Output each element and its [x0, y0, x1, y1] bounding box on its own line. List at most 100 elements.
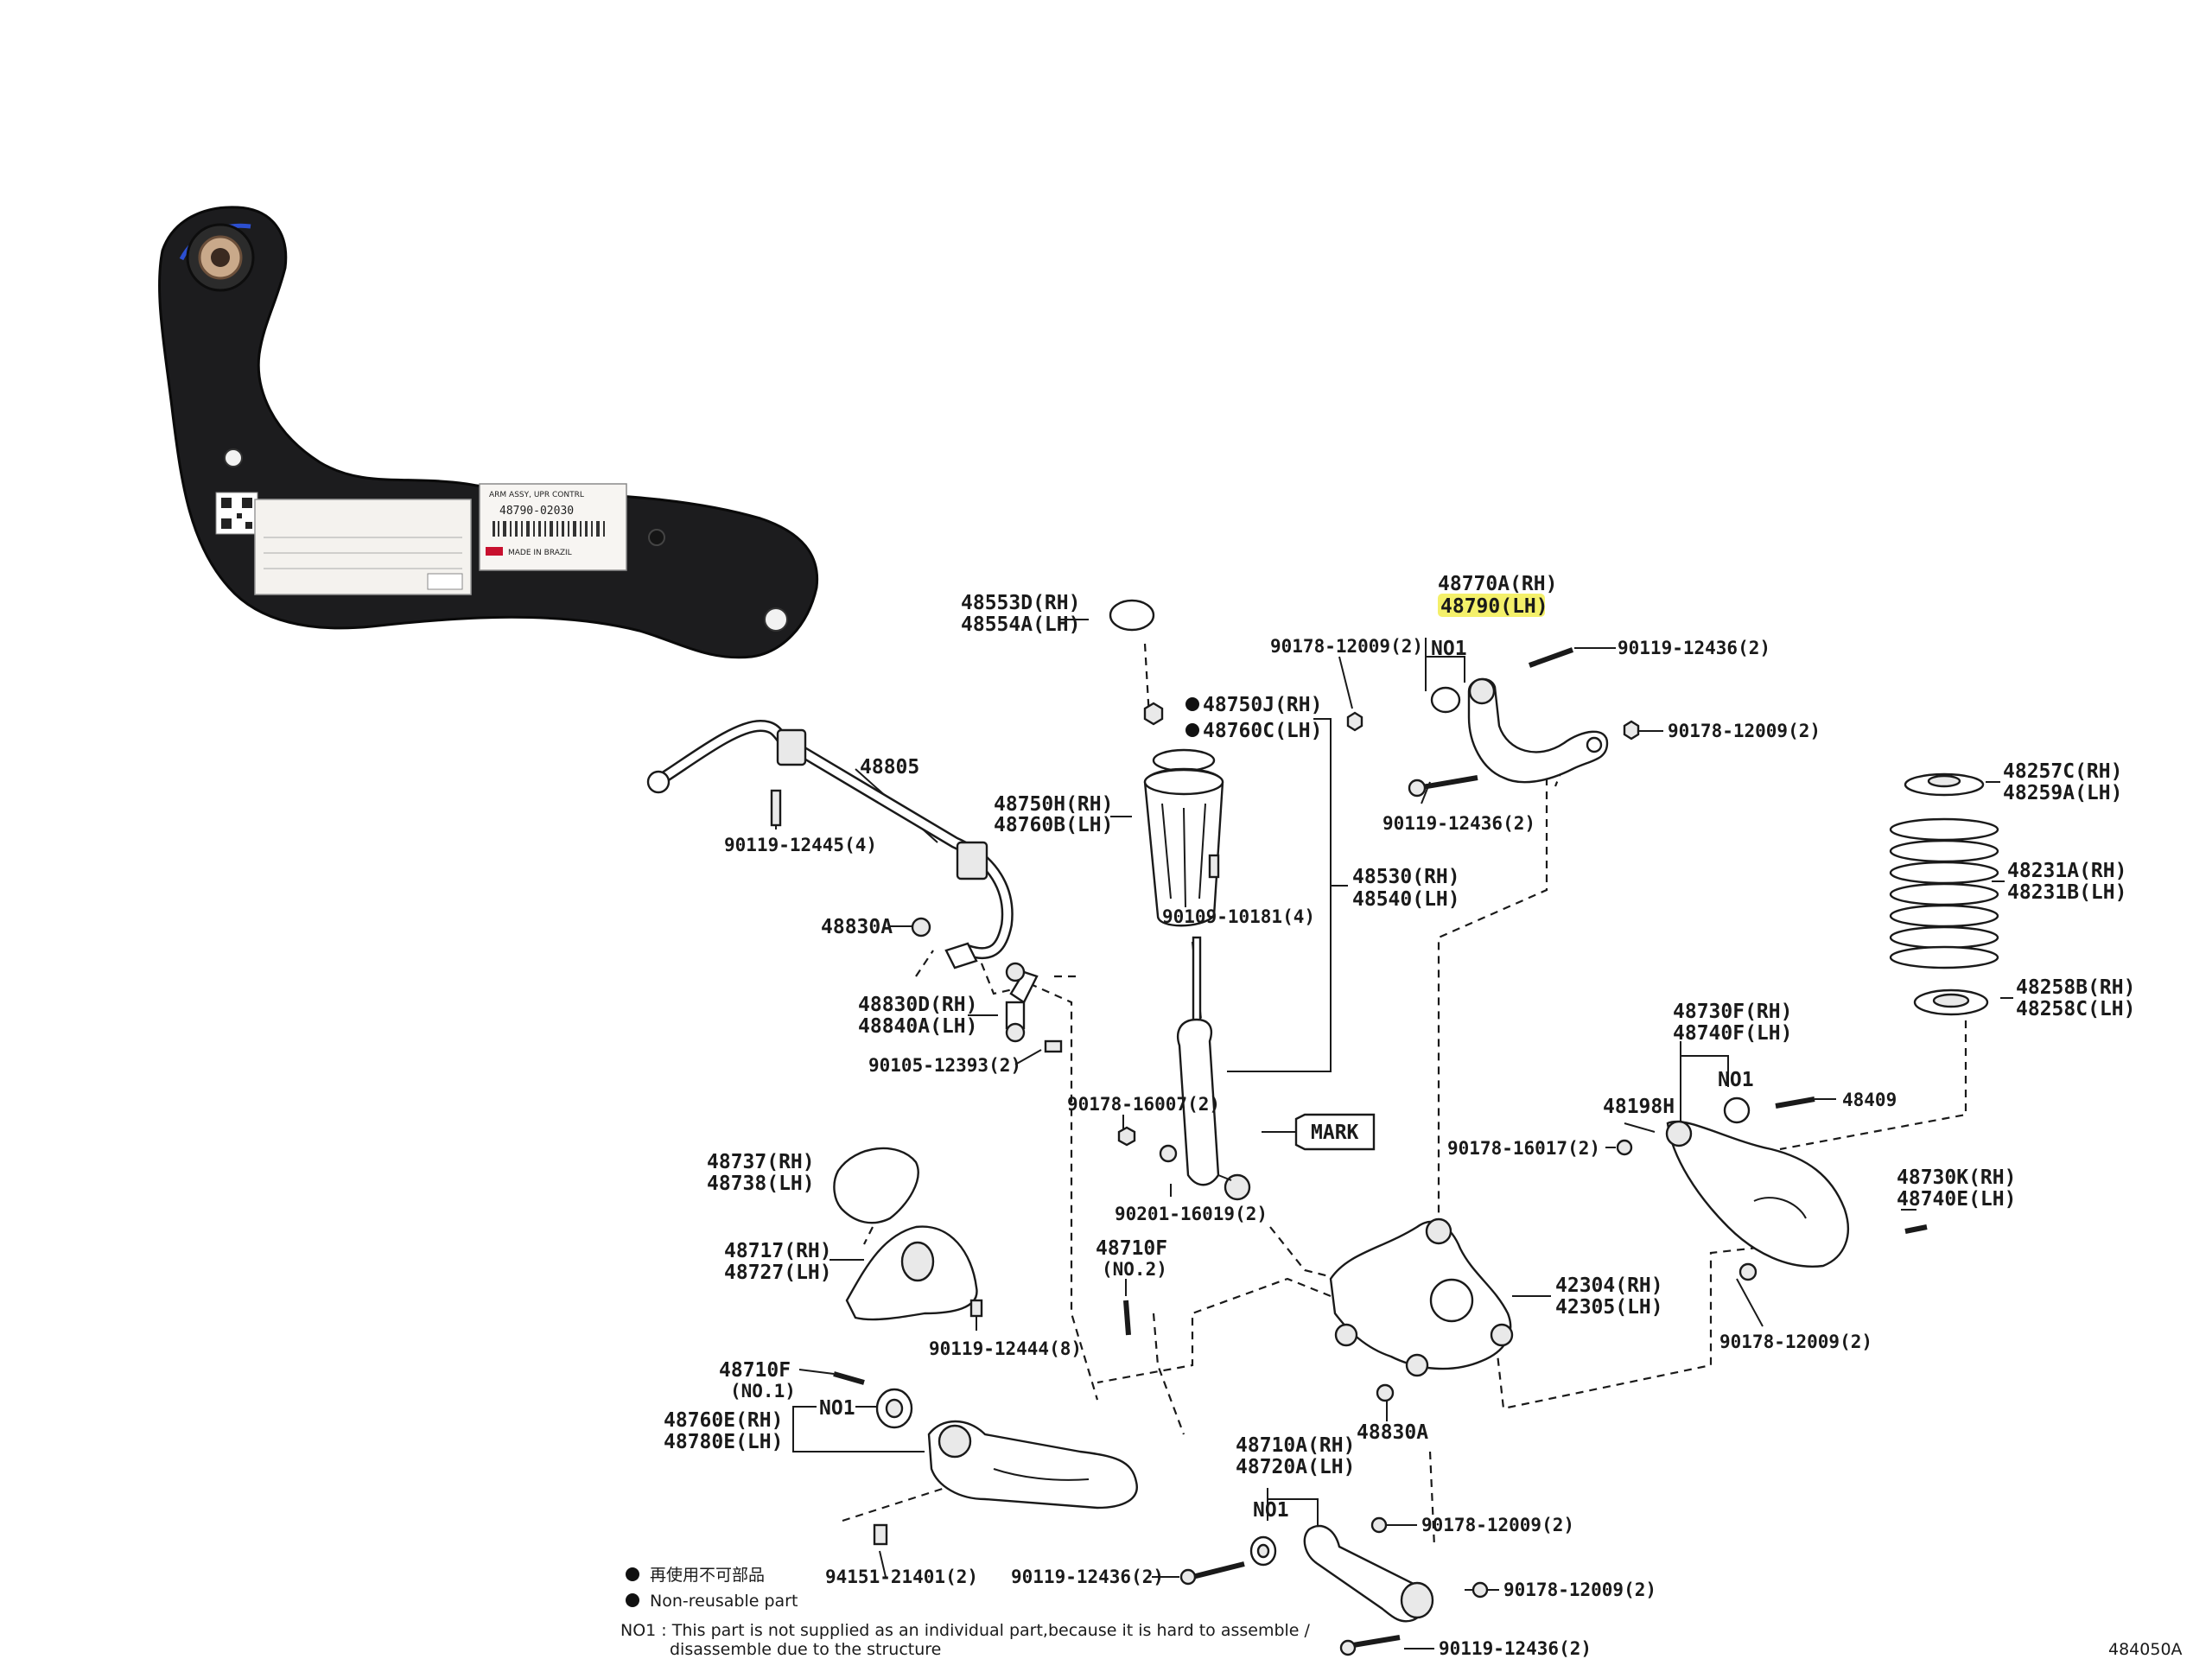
label-48727: 48727(LH) [724, 1262, 832, 1284]
part-90109-bolt [1208, 854, 1220, 879]
part-90178-16007 [1117, 1126, 1136, 1147]
label-48780E: 48780E(LH) [664, 1431, 783, 1453]
label-48258B: 48258B(RH) [2016, 976, 2135, 999]
label-48790: 48790(LH) [1440, 595, 1548, 618]
part-no1-bushing-bottom [1249, 1535, 1277, 1567]
label-48231A: 48231A(RH) [2007, 860, 2126, 882]
part-48790-upper-control-arm [1467, 677, 1609, 784]
label-90119-12436-top: 90119-12436(2) [1618, 638, 1770, 658]
label-48710A: 48710A(RH) [1236, 1434, 1355, 1457]
part-48737-cover [833, 1147, 919, 1224]
part-90119-12436-b1 [1192, 1561, 1245, 1580]
legend-note-line1: NO1 : This part is not supplied as an in… [620, 1621, 1311, 1640]
label-48710F-left: 48710F [719, 1359, 791, 1382]
label-48737: 48737(RH) [707, 1151, 815, 1173]
label-48750H: 48750H(RH) [994, 793, 1113, 816]
label-48738: 48738(LH) [707, 1173, 815, 1195]
label-48409: 48409 [1842, 1090, 1897, 1110]
qr-sticker [215, 492, 258, 535]
part-48710A-lower-link [1303, 1524, 1434, 1623]
label-48258C: 48258C(LH) [2016, 998, 2135, 1020]
label-48740F: 48740F(LH) [1673, 1022, 1792, 1045]
part-48257C-upper-seat [1904, 772, 1985, 797]
part-48730K-bolt [1904, 1224, 1928, 1234]
part-48530-shock [1177, 936, 1251, 1201]
part-no1-bushing-right [1723, 1096, 1751, 1124]
label-90119-12436-b1: 90119-12436(2) [1011, 1567, 1164, 1587]
part-90178-12009-right [1623, 720, 1640, 741]
label-90105-12393: 90105-12393(2) [868, 1055, 1021, 1076]
part-94151-nut [873, 1523, 888, 1546]
highlight-48790 [1438, 594, 1545, 617]
part-labels: 48770A(RH) 48790(LH) 48553D(RH) 48554A(L… [664, 573, 2183, 1659]
label-48231B: 48231B(LH) [2007, 881, 2126, 904]
arm-hole-mid [648, 529, 665, 546]
label-no1-right: NO1 [1718, 1069, 1754, 1091]
arm-hole-upper [224, 448, 243, 467]
label-no1-bottom: NO1 [1253, 1499, 1289, 1522]
label-90178-16007: 90178-16007(2) [1067, 1094, 1220, 1115]
part-42304-knuckle [1329, 1217, 1514, 1377]
part-90178-12009-b1 [1370, 1516, 1388, 1534]
label-90178-16017: 90178-16017(2) [1447, 1138, 1600, 1159]
label-48760C: 48760C(LH) [1203, 720, 1322, 742]
part-90119-12444 [969, 1299, 983, 1318]
label-90201-16019: 90201-16019(2) [1115, 1204, 1268, 1224]
label-48540: 48540(LH) [1352, 888, 1460, 911]
label-42304: 42304(RH) [1555, 1274, 1663, 1297]
part-48750J-nut [1143, 702, 1164, 726]
label-48830A-mid: 48830A [1357, 1421, 1428, 1444]
label-90119-12436-mid: 90119-12436(2) [1382, 813, 1535, 834]
part-48258B-lower-seat [1913, 988, 1989, 1016]
label-48710F-top-sub: (NO.2) [1102, 1259, 1167, 1280]
bushing-hole [211, 248, 230, 267]
part-90119-12436-b2 [1347, 1635, 1401, 1649]
legend: 再使用不可部品 Non-reusable part NO1 : This par… [620, 1566, 1311, 1659]
part-90119-12445 [770, 789, 782, 827]
diagram-code: 484050A [2108, 1640, 2183, 1659]
part-48750H-upper-mount [1143, 748, 1224, 927]
part-48760E-arm [927, 1420, 1138, 1510]
label-no1-top: NO1 [1431, 638, 1467, 660]
label-48198H: 48198H [1603, 1096, 1675, 1118]
label-48805: 48805 [860, 756, 919, 779]
part-48730F-lower-arm [1665, 1120, 1849, 1268]
part-90178-12009-b2 [1471, 1581, 1489, 1599]
label-no1-left: NO1 [819, 1397, 855, 1420]
label-90119-12444: 90119-12444(8) [929, 1338, 1082, 1359]
legend-bullet-1 [626, 1567, 639, 1581]
part-48830D-link [1005, 962, 1039, 1043]
label-48730K: 48730K(RH) [1897, 1166, 2016, 1189]
arm-hole-end [764, 607, 788, 632]
part-48710F-top-bolt [1123, 1300, 1131, 1336]
part-48830A-left [911, 917, 931, 938]
part-tag: ARM ASSY, UPR CONTRL 48790-02030 [479, 483, 627, 571]
label-94151-21401: 94151-21401(2) [825, 1567, 978, 1587]
label-48830A-left: 48830A [821, 916, 893, 938]
label-48730F: 48730F(RH) [1673, 1001, 1792, 1023]
label-42305: 42305(LH) [1555, 1296, 1663, 1319]
tag-title: ARM ASSY, UPR CONTRL [489, 491, 584, 499]
mark-callout [1294, 1113, 1376, 1151]
part-no1-bushing-top [1430, 686, 1461, 714]
part-48710F-left-bolt [833, 1371, 865, 1385]
arm-photo: ARM ASSY, UPR CONTRL 48790-02030 [158, 206, 819, 659]
tag-part-number: 48790-02030 [499, 505, 574, 518]
bullet-48750J [1185, 697, 1199, 711]
label-mark: MARK [1311, 1122, 1359, 1144]
part-no1-bushing-left [875, 1388, 913, 1429]
part-48231A-coil-spring [1889, 817, 1999, 969]
tag-barcode [493, 521, 605, 537]
label-48830D: 48830D(RH) [858, 994, 977, 1016]
part-90105 [1044, 1039, 1063, 1053]
label-48770A: 48770A(RH) [1438, 573, 1557, 595]
label-90178-12009-top: 90178-12009(2) [1270, 636, 1423, 657]
label-90178-12009-far: 90178-12009(2) [1719, 1332, 1872, 1352]
bullet-48760C [1185, 723, 1199, 737]
part-48717-bracket [845, 1225, 978, 1321]
part-90178-12009-far-nut [1738, 1262, 1758, 1281]
label-48750J: 48750J(RH) [1203, 694, 1322, 716]
label-90178-12009-b1: 90178-12009(2) [1421, 1515, 1574, 1535]
label-90178-12009-right: 90178-12009(2) [1668, 721, 1821, 741]
